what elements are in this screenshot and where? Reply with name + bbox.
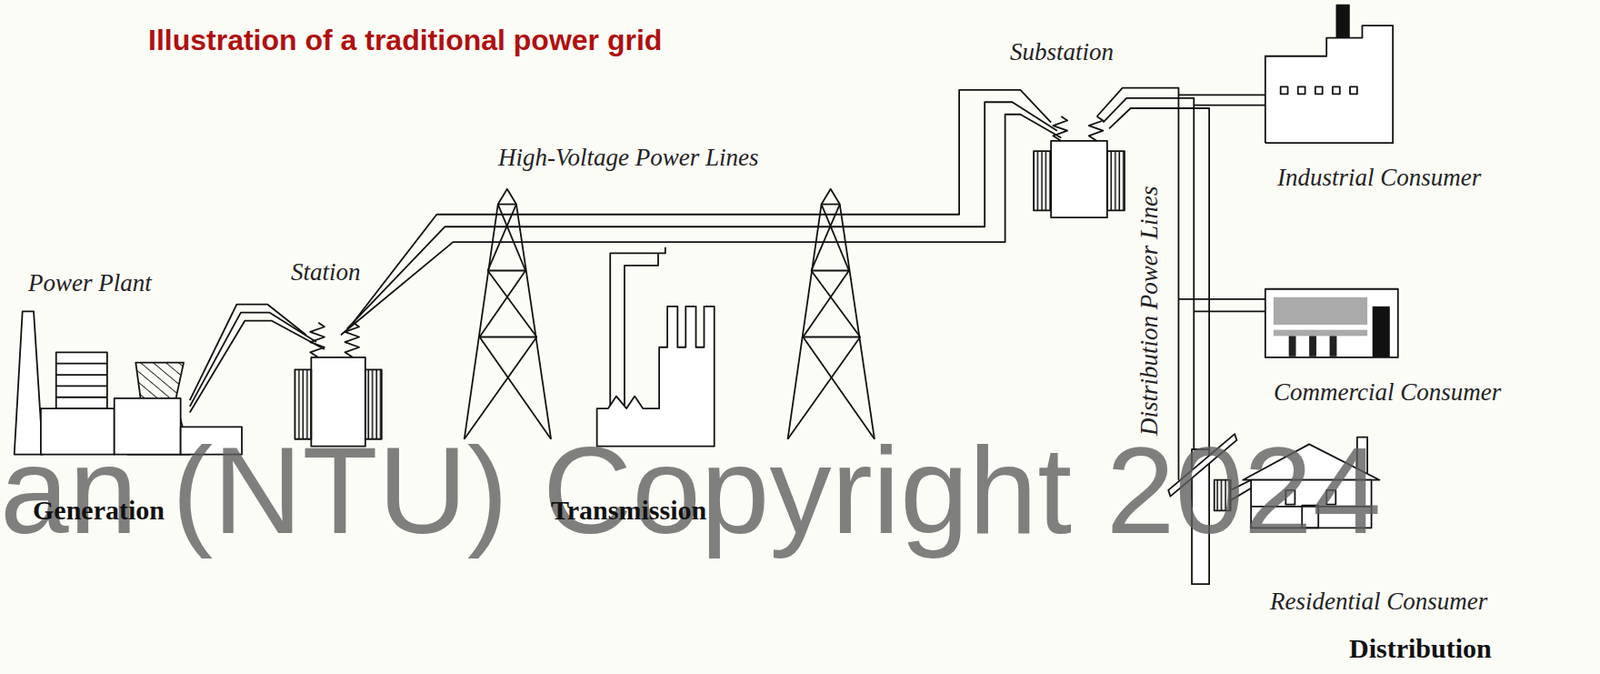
part-label: Station bbox=[290, 259, 361, 287]
part-label: Substation bbox=[1010, 39, 1114, 67]
consumer-label: Industrial Consumer bbox=[1277, 164, 1481, 192]
distribution-lines bbox=[1097, 88, 1266, 480]
transmission-tower bbox=[464, 189, 551, 440]
part-label: Power Plant bbox=[28, 270, 152, 298]
part-label: High-Voltage Power Lines bbox=[498, 144, 759, 172]
substation-transformer bbox=[1033, 116, 1125, 218]
part-label: Distribution Power Lines bbox=[1136, 186, 1164, 437]
transmission-tower bbox=[788, 189, 875, 440]
section-label: Transmission bbox=[550, 494, 707, 525]
watermark: an (NTU) Copyright 2024 bbox=[0, 422, 1381, 560]
consumer-label: Commercial Consumer bbox=[1273, 379, 1501, 407]
consumer-label: Residential Consumer bbox=[1270, 588, 1488, 616]
title: Illustration of a traditional power grid bbox=[148, 24, 662, 57]
commercial-building bbox=[1265, 289, 1399, 358]
high-voltage-lines bbox=[340, 90, 1061, 335]
industrial-building bbox=[1265, 5, 1393, 144]
section-label: Generation bbox=[32, 494, 165, 525]
section-label: Distribution bbox=[1349, 632, 1492, 663]
factory-symbol bbox=[597, 247, 715, 447]
